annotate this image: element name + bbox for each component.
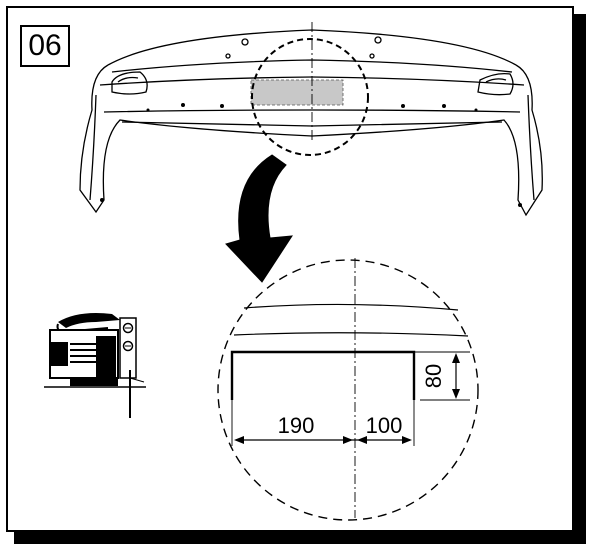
magnified-circle [217,259,479,521]
dimension-arrow [402,436,412,444]
bumper-edge-lower [233,332,469,337]
magnified-detail: 190 100 80 [217,258,479,521]
dimension-arrow [234,436,244,444]
dimension-arrow [343,436,353,444]
bumper-edge-upper [243,303,459,311]
cut-outline [230,350,416,400]
step-number: 06 [20,25,70,67]
dimension-arrow [452,353,460,363]
jigsaw-icon [44,313,146,418]
dimension-label-height: 80 [421,364,446,388]
mounting-holes [100,103,522,207]
detail-marker-circle [251,38,369,156]
dimension-label-left: 190 [278,413,315,438]
dimension-label-right: 100 [366,413,403,438]
rear-bumper [79,29,543,217]
dimension-arrow [357,436,367,444]
curved-arrow-icon [225,154,293,283]
cutout-area [250,79,344,106]
dimension-arrow [452,389,460,399]
